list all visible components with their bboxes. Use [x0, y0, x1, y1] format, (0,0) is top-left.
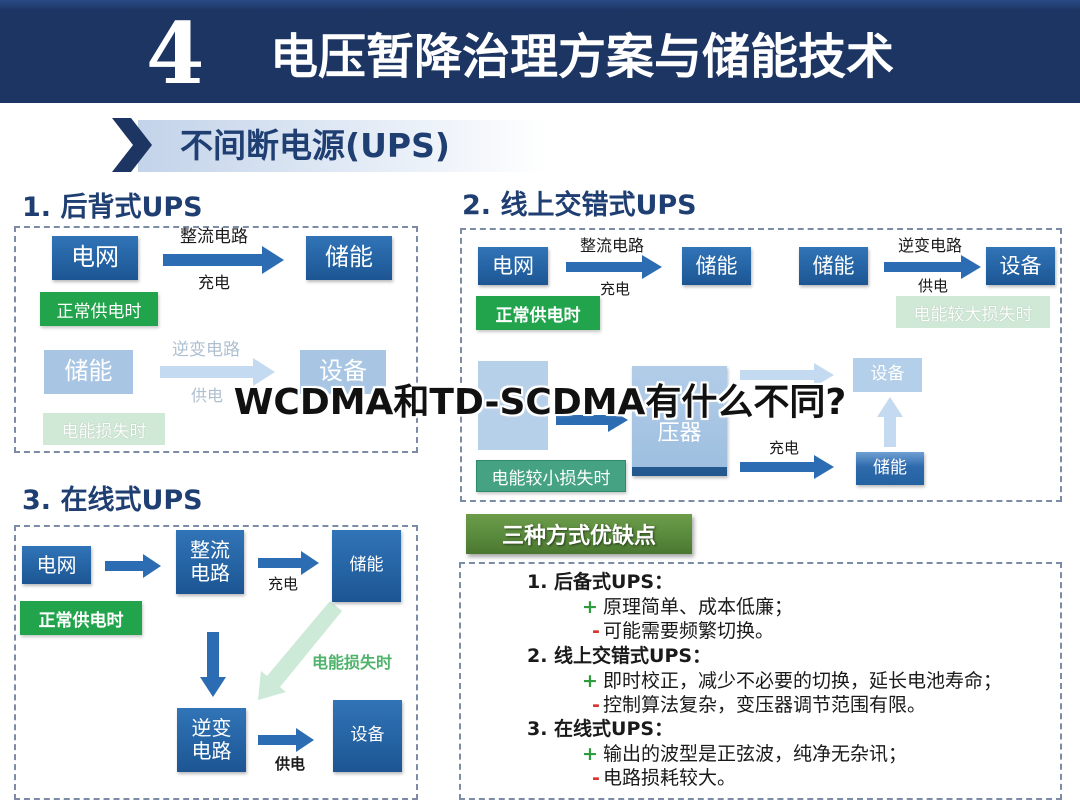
comparison-title: 三种方式优缺点: [466, 514, 692, 554]
comparison-item1-heading: 1. 后备式UPS：: [527, 571, 674, 593]
s3-loss-label: 电能损失时: [312, 653, 393, 672]
s3-grid-box: 电网: [22, 546, 91, 584]
s1-loss-storage-box: 储能: [44, 350, 133, 394]
section1-frame: [14, 226, 418, 453]
s2-rectify-label: 整流电路: [580, 236, 645, 255]
section-banner: [138, 120, 548, 172]
s2-small-loss-tag: 电能较小损失时: [476, 460, 626, 492]
comparison-item2-heading: 2. 线上交错式UPS：: [527, 645, 712, 667]
comparison-item3-con: 电路损耗较大。: [603, 767, 737, 789]
s2-supply-label: 供电: [918, 277, 949, 295]
s1-supply-label: 供电: [191, 386, 224, 405]
s1-normal-tag: 正常供电时: [40, 292, 158, 326]
comparison-item2-pro-sign: +: [582, 670, 598, 692]
s2-storage-box: 储能: [682, 247, 751, 285]
s3-rectifier-line1: 整流: [190, 538, 230, 562]
comparison-item3-pro: 输出的波型是正弦波，纯净无杂讯；: [603, 743, 908, 765]
s2-invert-label: 逆变电路: [898, 236, 963, 255]
s2-lower-charge-label: 充电: [769, 439, 800, 457]
comparison-frame: [459, 562, 1062, 800]
chapter-number: 4: [146, 4, 205, 103]
s2-normal-tag: 正常供电时: [476, 296, 600, 330]
comparison-item3-pro-sign: +: [582, 743, 598, 765]
comparison-item2-con-sign: -: [592, 694, 600, 716]
s1-rectify-label: 整流电路: [180, 227, 248, 247]
s1-storage-box: 储能: [306, 236, 392, 280]
comparison-item1-pro: 原理简单、成本低廉；: [603, 596, 794, 618]
s2-device-box: 设备: [986, 247, 1055, 285]
s3-inverter-box: 逆变 电路: [177, 708, 246, 772]
s1-loss-tag: 电能损失时: [43, 413, 165, 445]
comparison-item3-heading: 3. 在线式UPS：: [527, 718, 674, 740]
overlay-caption: WCDMA和TD-SCDMA有什么不同?: [233, 382, 847, 423]
s3-device-box: 设备: [333, 700, 402, 772]
comparison-item2-pro: 即时校正，减少不必要的切换，延长电池寿命；: [603, 670, 1003, 692]
section3-heading: 3. 在线式UPS: [22, 485, 203, 516]
s3-inverter-line1: 逆变: [191, 716, 232, 740]
comparison-item2-con: 控制算法复杂，变压器调节范围有限。: [603, 694, 927, 716]
comparison-item1-pro-sign: +: [582, 596, 598, 618]
comparison-item3-con-sign: -: [592, 767, 600, 789]
comparison-item1-con-sign: -: [592, 620, 600, 642]
s2-transformer-box: 压器: [632, 366, 727, 476]
s1-grid-box: 电网: [52, 236, 138, 280]
s2-lower-device-box: 设备: [853, 358, 922, 392]
s3-rectifier-box: 整流 电路: [176, 530, 244, 594]
section3-frame: [14, 525, 418, 800]
header-bar: [0, 0, 1080, 103]
s1-charge-label: 充电: [198, 273, 231, 292]
s3-inverter-line2: 电路: [191, 739, 232, 763]
s3-storage-box: 储能: [332, 530, 401, 602]
s3-supply-label: 供电: [275, 755, 306, 773]
s2-charge-label: 充电: [600, 280, 631, 298]
s2-storage-box-2: 储能: [799, 247, 868, 285]
s2-transformer-label: 压器: [657, 421, 702, 446]
comparison-item1-con: 可能需要频繁切换。: [603, 620, 775, 642]
s1-invert-label: 逆变电路: [172, 340, 240, 360]
section1-heading: 1. 后背式UPS: [22, 192, 203, 223]
banner-title: 不间断电源(UPS): [180, 126, 450, 165]
section2-heading: 2. 线上交错式UPS: [462, 190, 697, 221]
s3-normal-tag: 正常供电时: [20, 601, 142, 635]
s2-grid-box-faded: [478, 361, 548, 450]
section2-frame: [460, 228, 1062, 502]
s1-device-box: 设备: [300, 350, 386, 394]
s2-large-loss-tag: 电能较大损失时: [896, 296, 1050, 328]
s2-lower-storage-box: 储能: [856, 452, 924, 485]
slide-title: 电压暂降治理方案与储能技术: [270, 29, 895, 85]
s3-charge-label: 充电: [268, 575, 299, 593]
s3-rectifier-line2: 电路: [190, 561, 230, 585]
s2-grid-box: 电网: [478, 247, 548, 285]
